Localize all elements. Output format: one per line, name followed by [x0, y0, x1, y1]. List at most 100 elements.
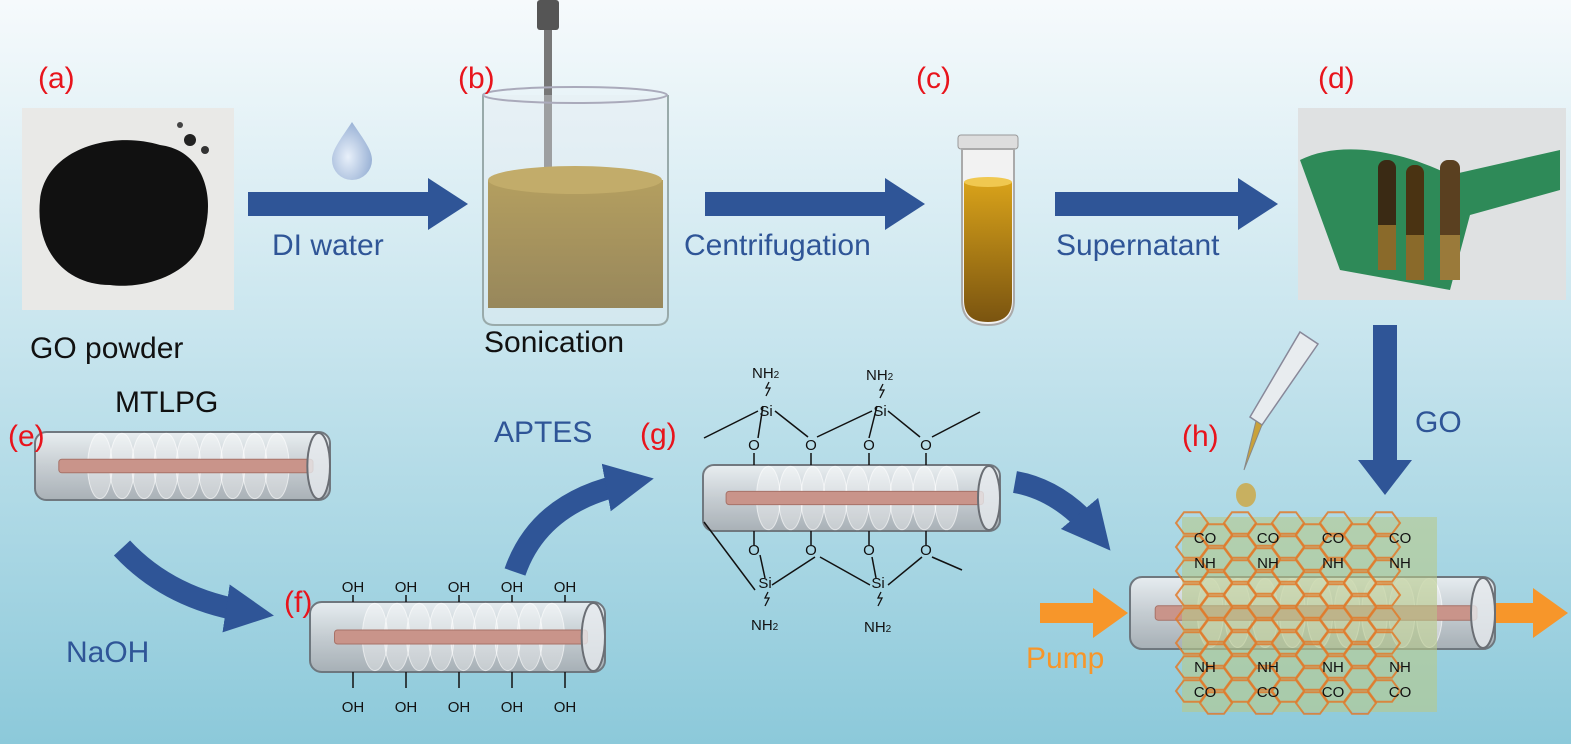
bond [931, 556, 963, 571]
graphene-hexagon [1366, 607, 1402, 631]
amine-label: NH2 [866, 367, 894, 384]
hydroxyl-label: OH [342, 699, 365, 716]
carbonyl-label: CO [1389, 684, 1412, 701]
amide-label: NH [1389, 555, 1411, 572]
arrow-d-h [1358, 325, 1412, 495]
carbonyl-label: CO [1322, 530, 1345, 547]
pipette-icon [1236, 330, 1320, 507]
oxygen-label: O [805, 542, 817, 559]
aptes-tube-g [702, 464, 1001, 532]
wavy-bond [764, 381, 772, 397]
panel-label-d: (d) [1318, 62, 1355, 95]
arrow-b-c [705, 178, 925, 230]
hydroxyl-label: OH [501, 579, 524, 596]
graphene-hexagon [1366, 559, 1402, 583]
hydroxyl-label: OH [501, 699, 524, 716]
label-centrifugation: Centrifugation [684, 229, 871, 262]
tube-end [977, 465, 1001, 531]
oxygen-label: O [863, 437, 875, 454]
panel-label-g: (g) [640, 418, 677, 451]
pump-out-arrow [1495, 588, 1568, 638]
amine-label: NH2 [752, 365, 780, 382]
label-go: GO [1415, 406, 1462, 439]
arrow-c-d [1055, 178, 1278, 230]
silicon-label: Si [758, 575, 771, 592]
wavy-bond [876, 591, 884, 607]
carbonyl-label: CO [1389, 530, 1412, 547]
bond [819, 556, 871, 586]
amide-label: NH [1389, 659, 1411, 676]
hydroxyl-label: OH [448, 699, 471, 716]
bond [816, 410, 873, 438]
fiber-core [334, 629, 588, 645]
mtlpg-tube-e [34, 431, 331, 501]
label-pump: Pump [1026, 642, 1104, 675]
tube-end [1470, 577, 1496, 649]
graphene-hexagon [1366, 535, 1402, 559]
carbonyl-label: CO [1257, 530, 1280, 547]
graphene-hexagon [1366, 655, 1402, 679]
pump-in-arrow [1040, 588, 1128, 638]
carbonyl-label: CO [1257, 684, 1280, 701]
label-supernatant: Supernatant [1056, 229, 1220, 262]
amine-label: NH2 [864, 619, 892, 636]
fiber-core [725, 490, 984, 506]
bond [759, 554, 766, 579]
sonication-beaker [482, 0, 669, 326]
bond [868, 405, 878, 439]
hydroxyl-label: OH [395, 579, 418, 596]
tube-end [580, 602, 606, 672]
bond [757, 405, 764, 439]
label-naoh: NaOH [66, 636, 149, 669]
wavy-bond [763, 591, 771, 607]
graphene-hexagon [1366, 511, 1402, 535]
bond [931, 411, 981, 438]
amide-label: NH [1257, 555, 1279, 572]
graphene-hexagon [1366, 679, 1402, 703]
water-drop-icon [332, 122, 372, 180]
oxygen-label: O [748, 542, 760, 559]
hydroxyl-label: OH [554, 699, 577, 716]
bond [771, 556, 816, 586]
oxygen-label: O [863, 542, 875, 559]
hydroxyl-label: OH [554, 579, 577, 596]
panel-label-a: (a) [38, 62, 75, 95]
amide-label: NH [1257, 659, 1279, 676]
panel-label-b: (b) [458, 62, 495, 95]
label-aptes: APTES [494, 416, 592, 449]
panel-label-e: (e) [8, 420, 45, 453]
oxygen-label: O [920, 542, 932, 559]
graphene-hexagon [1366, 583, 1402, 607]
hydroxyl-label: OH [395, 699, 418, 716]
bond [703, 410, 759, 439]
arrow-f-g [504, 463, 654, 576]
amide-label: NH [1322, 555, 1344, 572]
bond [871, 556, 877, 579]
hydroxyl-label: OH [342, 579, 365, 596]
bond [887, 410, 921, 438]
oxygen-label: O [748, 437, 760, 454]
carbonyl-label: CO [1322, 684, 1345, 701]
go-powder-photo [22, 108, 234, 310]
panel-label-f: (f) [284, 586, 312, 619]
fiber-core [58, 458, 314, 474]
amide-label: NH [1194, 555, 1216, 572]
amide-label: NH [1194, 659, 1216, 676]
caption-mtlpg: MTLPG [115, 386, 218, 419]
bond [703, 521, 756, 591]
graphene-hexagon [1366, 631, 1402, 655]
arrow-a-b [248, 178, 468, 230]
oxygen-label: O [920, 437, 932, 454]
silicon-label: Si [871, 575, 884, 592]
carbonyl-label: CO [1194, 530, 1217, 547]
oxygen-label: O [805, 437, 817, 454]
panel-label-c: (c) [916, 62, 951, 95]
arrow-e-f [113, 540, 274, 633]
bond [774, 410, 809, 438]
panel-label-h: (h) [1182, 420, 1219, 453]
wavy-bond [878, 383, 886, 399]
caption-go-powder: GO powder [30, 332, 183, 365]
arrow-g-h [1012, 471, 1111, 551]
hydroxyl-label: OH [448, 579, 471, 596]
